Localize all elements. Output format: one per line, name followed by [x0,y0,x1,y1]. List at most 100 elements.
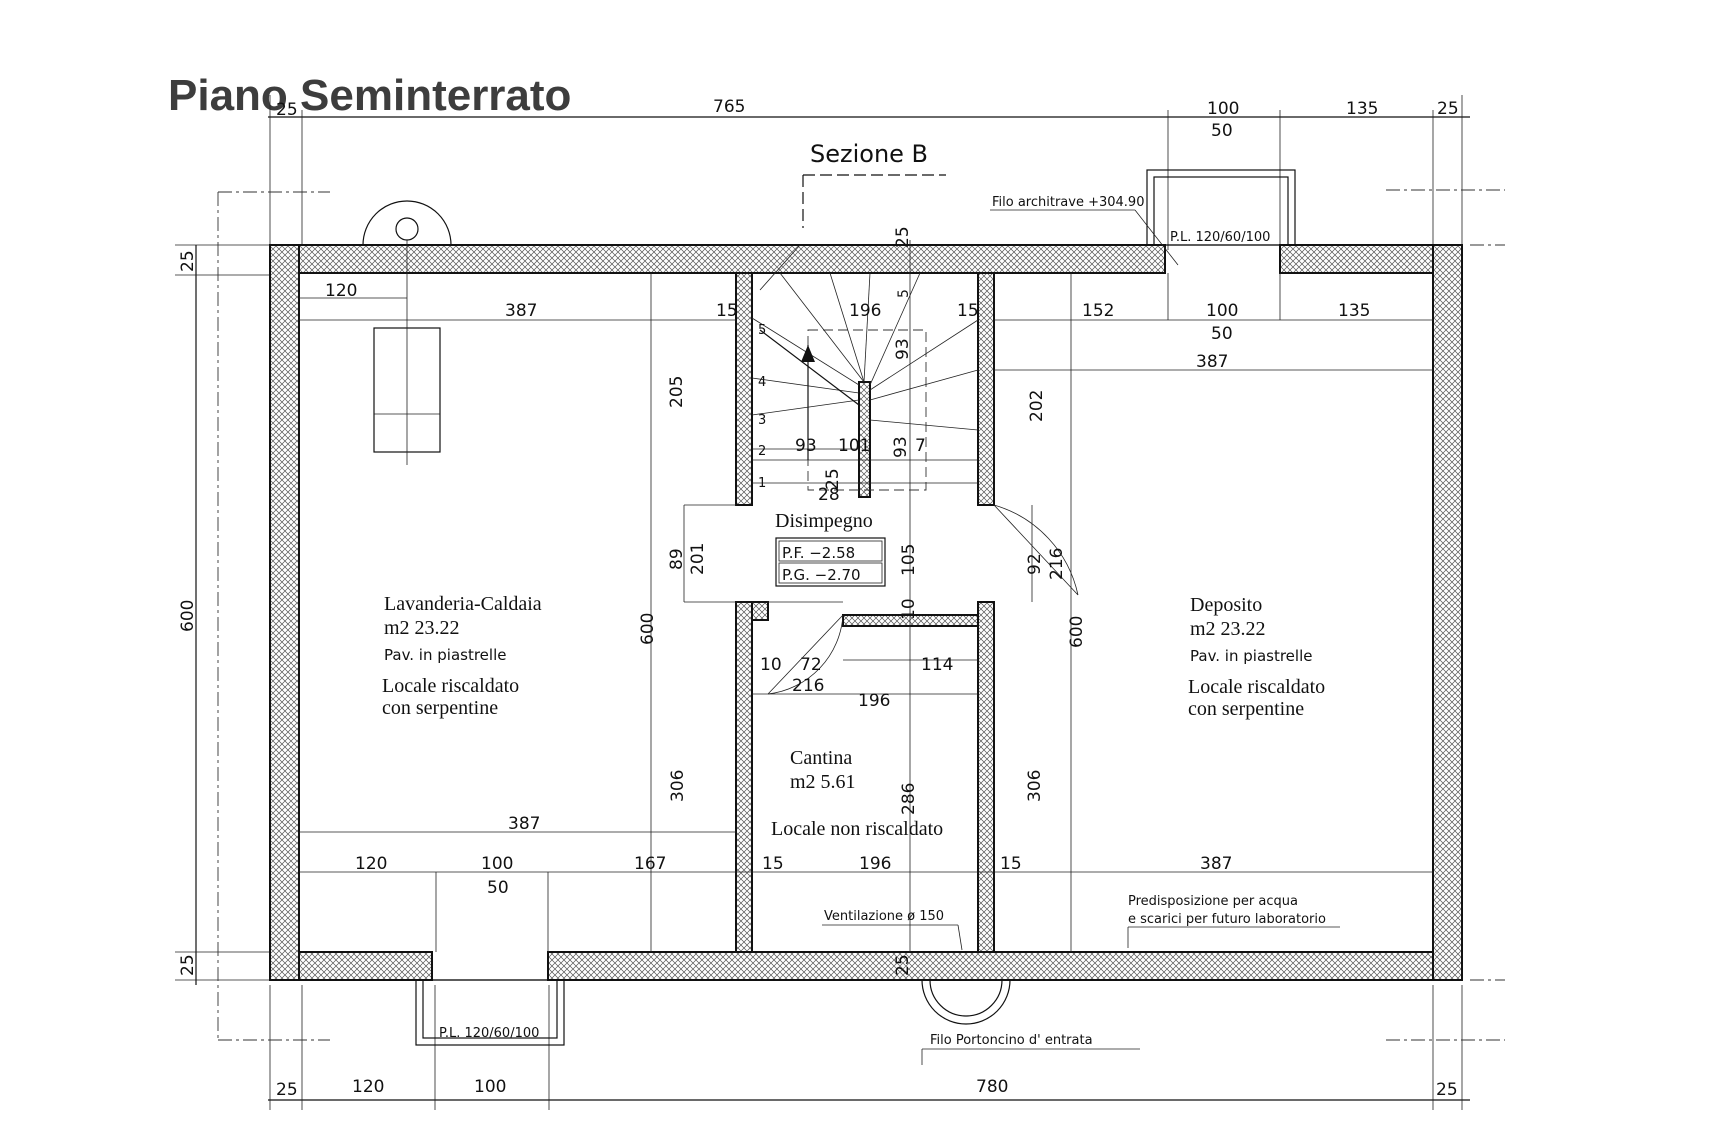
dim-bottom-25-vertical: 25 [893,954,913,976]
room-lavanderia-floor: Pav. in piastrelle [384,646,506,664]
dim-stair-7: 28 [818,485,840,505]
door-swing-deposito [993,504,1079,596]
dim-600-right-room: 600 [1067,616,1087,648]
note-predisposizione-2: e scarici per futuro laboratorio [1128,912,1326,927]
dim-stair-28: 25 [823,468,843,490]
page-title: Piano Seminterrato [168,71,571,120]
room-lavanderia-heat-1: Locale riscaldato [382,675,519,697]
dim-105: 105 [899,544,919,576]
room-lavanderia-heat-2: con serpentine [382,697,498,719]
dim-top-765: 765 [713,97,745,117]
dim-top-25-right: 25 [1437,99,1459,119]
note-predisposizione-1: Predisposizione per acqua [1128,894,1298,909]
room-disimpegno-name: Disimpegno [775,510,873,532]
dim-top-inner-152: 152 [1082,301,1114,321]
dim-cantina-216: 216 [792,676,824,696]
room-cantina-heat: Locale non riscaldato [771,818,943,840]
staircase [751,244,979,491]
dim-top-inner-387-left: 387 [505,301,537,321]
dim-left-25-bottom: 25 [178,954,198,976]
dim-bottom-inner-120: 120 [355,854,387,874]
dim-cantina-72: 72 [800,655,822,675]
dim-stair-10: 101 [838,436,870,456]
outer-dimension-lines [175,95,1505,1110]
chimney-top-icon [362,200,452,246]
dim-286: 286 [899,783,919,815]
dim-top-inner-15-left: 15 [716,301,738,321]
dim-bottom-25-left: 25 [276,1080,298,1100]
stair-step-3: 3 [758,413,766,428]
dim-205: 205 [667,376,687,408]
dim-top-inner-120: 120 [325,281,357,301]
dim-top-25-left: 25 [276,100,298,120]
stair-up-arrow-icon [801,345,815,362]
dim-top-inner-100: 100 [1206,301,1238,321]
light-well-top [1146,169,1296,246]
dim-top-inner-387-right: 387 [1196,352,1228,372]
room-deposito-heat-1: Locale riscaldato [1188,676,1325,698]
dim-bottom-inner-387-right: 387 [1200,854,1232,874]
section-b-label: Sezione B [810,140,928,168]
dim-stair-25: 25 [893,226,913,248]
dim-92: 92 [1025,553,1045,575]
dim-stair-5: 5 [896,289,912,298]
note-pl-top: P.L. 120/60/100 [1170,230,1270,245]
room-cantina-area: m2 5.61 [790,771,856,793]
dim-stair-93-right: 7 [915,436,926,456]
dim-bottom-780: 780 [976,1077,1008,1097]
room-disimpegno-pf: P.F. −2.58 [782,544,855,562]
dim-top-100: 100 [1207,99,1239,119]
door-swing-cantina [767,614,844,695]
dim-216-right: 216 [1047,548,1067,580]
stair-step-4: 4 [758,375,766,390]
inner-dimension-lines [299,240,1433,952]
dim-cantina-114: 114 [921,655,953,675]
dim-201: 201 [688,543,708,575]
room-deposito: Deposito m2 23.22 Pav. in piastrelle Loc… [1188,594,1325,720]
note-portoncino: Filo Portoncino d' entrata [930,1033,1093,1048]
light-well-bottom [415,979,565,1046]
dim-top-inner-15-right: 15 [957,301,979,321]
room-cantina-name: Cantina [790,747,852,769]
dim-cantina-196: 196 [858,691,890,711]
dim-cantina-10: 10 [760,655,782,675]
dim-306-right: 306 [1025,770,1045,802]
dim-stair-101: 93 [891,436,911,458]
dim-top-inner-135: 135 [1338,301,1370,321]
note-ventilazione: Ventilazione ø 150 [824,909,944,924]
room-lavanderia-area: m2 23.22 [384,617,460,639]
note-architrave: Filo architrave +304.90 [992,195,1144,210]
dim-bottom-inner-387-left: 387 [508,814,540,834]
dim-600-left-room: 600 [638,613,658,645]
dim-bottom-inner-15-right: 15 [1000,854,1022,874]
dim-left-25-top: 25 [178,250,198,272]
dim-bottom-100: 100 [474,1077,506,1097]
boiler-icon [373,240,441,465]
stair-step-5: 5 [758,323,766,338]
dim-89: 89 [667,548,687,570]
dim-bottom-25-right: 25 [1436,1080,1458,1100]
dim-top-inner-196: 196 [849,301,881,321]
dim-stair-93-vertical: 93 [893,338,913,360]
dim-left-600: 600 [178,600,198,632]
room-lavanderia-name: Lavanderia-Caldaia [384,593,542,615]
dim-bottom-inner-196: 196 [859,854,891,874]
entrance-porch-icon [921,979,1011,1025]
room-deposito-heat-2: con serpentine [1188,698,1304,720]
dim-bottom-inner-100: 100 [481,854,513,874]
dim-top-135: 135 [1346,99,1378,119]
room-deposito-name: Deposito [1190,594,1262,616]
dim-top-inner-50: 50 [1211,324,1233,344]
dim-10-middle: 10 [899,598,919,620]
dim-306-left: 306 [668,770,688,802]
section-b-marker [802,174,946,228]
room-disimpegno-pg: P.G. −2.70 [782,566,861,584]
room-disimpegno: Disimpegno P.F. −2.58 P.G. −2.70 [775,510,886,587]
dim-bottom-inner-167: 167 [634,854,666,874]
dim-202: 202 [1027,390,1047,422]
room-lavanderia: Lavanderia-Caldaia m2 23.22 Pav. in pias… [382,593,542,719]
room-deposito-area: m2 23.22 [1190,618,1266,640]
note-pl-bottom: P.L. 120/60/100 [439,1026,539,1041]
dim-bottom-120: 120 [352,1077,384,1097]
